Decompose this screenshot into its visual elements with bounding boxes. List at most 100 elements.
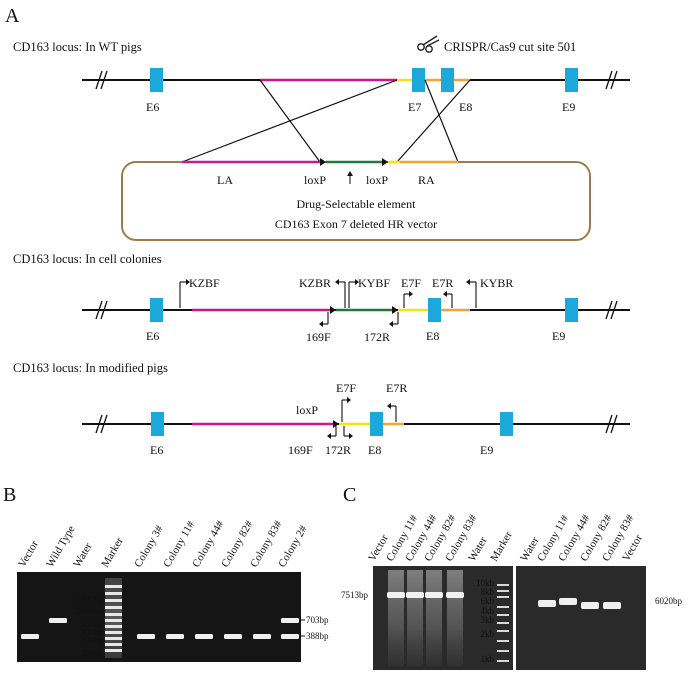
marker-band	[105, 625, 122, 628]
gel-c-band	[425, 592, 443, 598]
gel-b-band	[166, 634, 184, 639]
gel-c-marker-label-4: 3kb	[481, 615, 495, 625]
scissors-icon	[417, 35, 440, 53]
gel-b-band	[21, 634, 39, 639]
wt-e7-label: E7	[408, 100, 421, 114]
wt-exon-e9	[565, 68, 578, 92]
marker-band	[105, 643, 122, 646]
wt-locus-line	[82, 70, 630, 90]
gel-b-marker-label-4: 300bp	[81, 635, 104, 645]
primer-169f: 169F	[306, 330, 331, 344]
modified-primer-e7f: E7F	[336, 381, 356, 395]
primer-kybf: KYBF	[358, 276, 390, 290]
gel-b-band	[137, 634, 155, 639]
recombination-lines	[181, 79, 471, 163]
gel-b-band	[281, 634, 299, 639]
marker-band	[105, 599, 122, 602]
gel-c-band	[538, 600, 556, 607]
primer-kzbr: KZBR	[299, 276, 331, 290]
wt-e9-label: E9	[562, 100, 575, 114]
gel-c-marker-band	[497, 606, 509, 608]
modified-exon-e9	[500, 412, 513, 436]
primer-e7r: E7R	[432, 276, 453, 290]
panel-b-label: B	[3, 484, 16, 506]
colonies-locus-line	[82, 300, 630, 320]
marker-band	[105, 585, 122, 588]
modified-primer-172r: 172R	[325, 443, 351, 457]
gel-c-marker-band	[497, 622, 509, 624]
colonies-e6-label: E6	[146, 329, 159, 343]
marker-band	[105, 606, 122, 609]
marker-band	[105, 592, 122, 595]
modified-e8-label: E8	[368, 443, 381, 457]
gel-b-marker-label-1: 1000bp	[76, 606, 104, 616]
la-label: LA	[217, 173, 233, 187]
gel-b-marker-label-0: 1500bp	[76, 594, 104, 604]
gel-c-marker-band	[497, 630, 509, 632]
wt-exon-e8	[441, 68, 454, 92]
gel-b-band	[253, 634, 271, 639]
gel-c-band	[446, 592, 464, 598]
primer-172r: 172R	[364, 330, 390, 344]
wt-e8-label: E8	[459, 100, 472, 114]
gel-b-lane-0: Vector	[16, 538, 41, 569]
gel-b-marker-ladder	[105, 578, 122, 658]
gel-b	[17, 572, 301, 662]
gel-c-band	[581, 602, 599, 609]
gel-c-band	[406, 592, 424, 598]
marker-band	[105, 613, 122, 616]
gel-b-marker-label-2: 500bp	[81, 619, 104, 629]
modified-locus-title: CD163 locus: In modified pigs	[13, 361, 168, 375]
panel-a-label: A	[5, 5, 20, 27]
wt-exon-e7	[412, 68, 425, 92]
gel-c-marker-band	[497, 596, 509, 598]
gel-c-marker-label-3: 4kb	[481, 606, 495, 616]
vector-name-label: CD163 Exon 7 deleted HR vector	[275, 217, 437, 231]
gel-b-band	[195, 634, 213, 639]
wt-e6-label: E6	[146, 100, 159, 114]
gel-b-band	[49, 618, 67, 623]
colonies-locus-title: CD163 locus: In cell colonies	[13, 252, 162, 266]
modified-e6-label: E6	[150, 443, 163, 457]
marker-band	[105, 619, 122, 622]
colonies-exon-e8	[428, 298, 441, 322]
drug-element-label: Drug-Selectable element	[297, 197, 417, 211]
gel-c-marker-band	[497, 590, 509, 592]
primer-kzbf: KZBF	[189, 276, 220, 290]
gel-b-band	[224, 634, 242, 639]
gel-c-marker-band	[497, 584, 509, 586]
colonies-e9-label: E9	[552, 329, 565, 343]
modified-exon-e8	[370, 412, 383, 436]
modified-primer-arrows	[327, 397, 397, 439]
gel-b-marker-label-5: 100bp	[81, 648, 104, 658]
modified-loxp-label: loxP	[296, 403, 318, 417]
gel-c-right	[516, 566, 646, 670]
gel-c-band	[387, 592, 405, 598]
modified-exon-e6	[151, 412, 164, 436]
ra-label: RA	[418, 173, 435, 187]
colonies-primer-arrows	[179, 279, 477, 327]
gel-b-lane-3: Marker	[99, 535, 126, 569]
band-388bp-label: 388bp	[306, 631, 329, 641]
colonies-exon-e9	[565, 298, 578, 322]
wt-exon-e6	[150, 68, 163, 92]
gel-c-marker-band	[497, 660, 509, 662]
gel-c-left-lane-6: Marker	[488, 529, 515, 563]
gel-c-marker-label-2: 6kb	[481, 596, 495, 606]
marker-band	[105, 649, 122, 652]
arrow-up-icon	[347, 171, 353, 176]
gel-c-lane-smear	[407, 570, 423, 666]
band-7513bp-label: 7513bp	[341, 590, 369, 600]
modified-primer-e7r: E7R	[386, 381, 407, 395]
wt-locus-title: CD163 locus: In WT pigs	[13, 40, 142, 54]
gel-b-lane-2: Water	[71, 541, 95, 570]
gel-c-marker-band	[497, 640, 509, 642]
gel-b-marker-label-3: 400bp	[81, 627, 104, 637]
primer-kybr: KYBR	[480, 276, 513, 290]
gel-c-marker-label-6: 1kb	[481, 654, 495, 664]
